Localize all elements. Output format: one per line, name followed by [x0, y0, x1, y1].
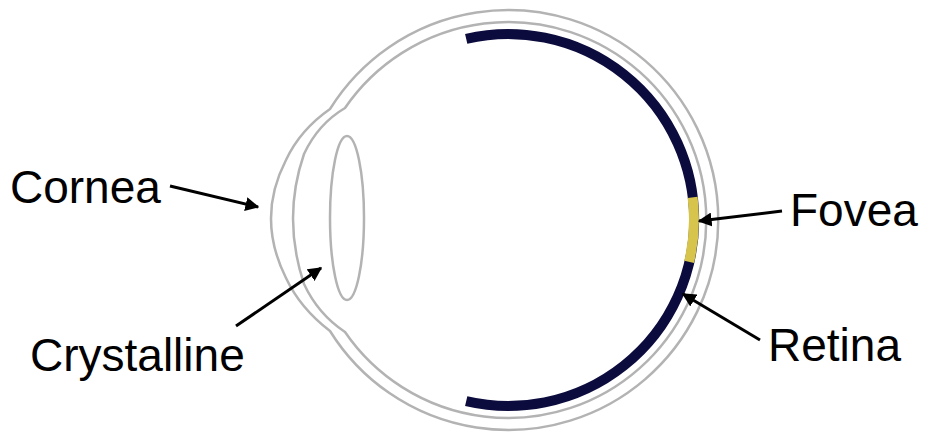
lens-shape	[330, 136, 364, 300]
part-label: Fovea	[790, 187, 918, 233]
eye-inner-wall	[293, 22, 706, 418]
part-label: Retina	[768, 322, 901, 368]
leader-arrow	[683, 294, 760, 340]
leader-arrow	[236, 268, 321, 326]
leader-arrow	[170, 186, 258, 207]
eye-outline	[271, 10, 718, 430]
part-label: Cornea	[10, 164, 161, 210]
part-label: Crystalline	[30, 332, 245, 378]
leader-arrow	[699, 211, 782, 221]
retina-band	[466, 34, 694, 406]
fovea-band	[689, 197, 694, 261]
